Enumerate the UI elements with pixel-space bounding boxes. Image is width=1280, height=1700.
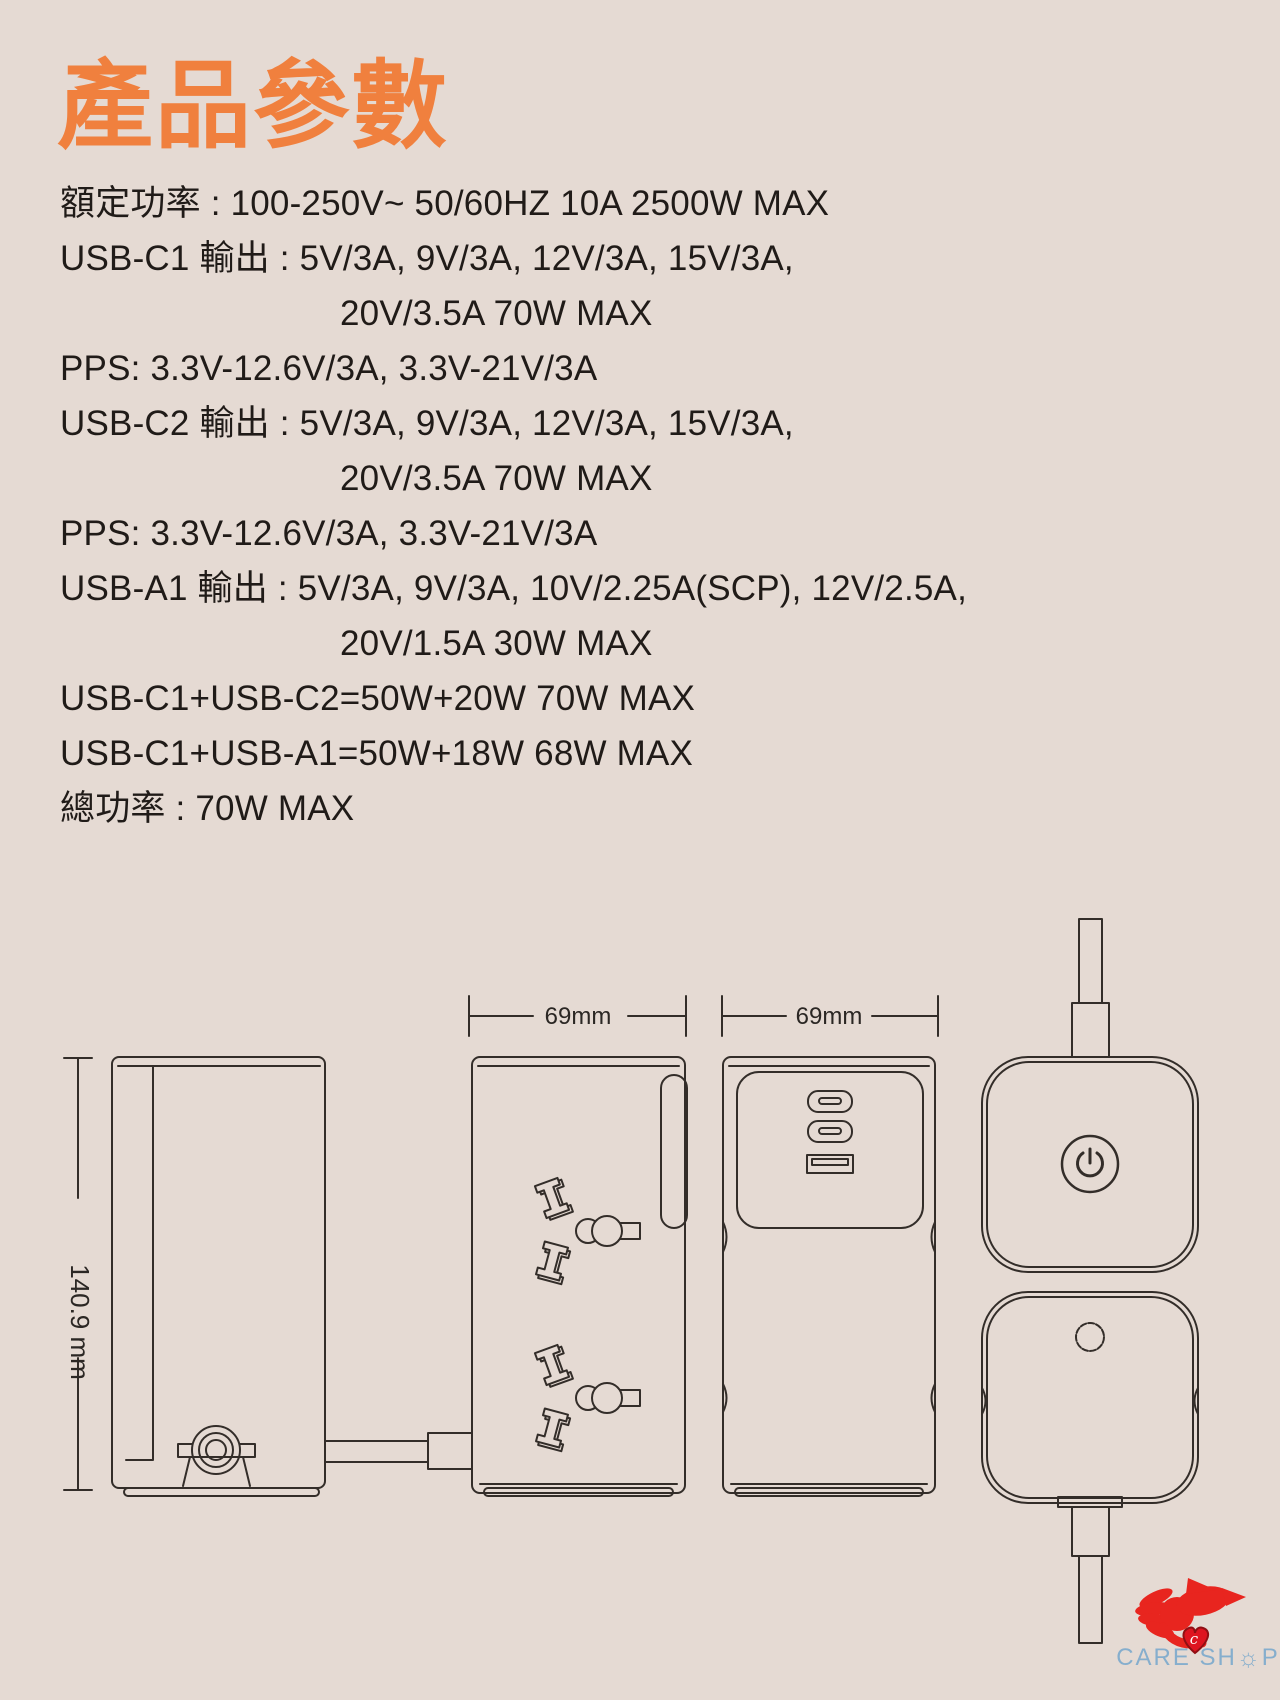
socket-face-width-label: 69mm bbox=[545, 1003, 612, 1030]
spec-line-pps-1: PPS: 3.3V-12.6V/3A, 3.3V-21V/3A bbox=[60, 349, 598, 388]
spec-line-pps-2: PPS: 3.3V-12.6V/3A, 3.3V-21V/3A bbox=[60, 514, 598, 553]
spec-line-combo-c1-a1: USB-C1+USB-A1=50W+18W 68W MAX bbox=[60, 734, 694, 773]
spec-line-total-power: 總功率 : 70W MAX bbox=[60, 789, 355, 828]
socket-face-width-dimension: 69mm bbox=[468, 995, 687, 1037]
power-cable-connector bbox=[324, 1432, 473, 1470]
spec-line-usba1-output-cont: 20V/1.5A 30W MAX bbox=[340, 624, 653, 663]
usb-a1-port bbox=[806, 1154, 854, 1174]
universal-socket-2 bbox=[535, 1344, 640, 1451]
spec-line-rated-power: 額定功率 : 100-250V~ 50/60HZ 10A 2500W MAX bbox=[60, 184, 830, 223]
spec-list: 額定功率 : 100-250V~ 50/60HZ 10A 2500W MAX U… bbox=[60, 176, 1160, 836]
logo-text-prefix: CARE SH bbox=[1116, 1644, 1237, 1671]
height-dimension-label: 140.9 mm bbox=[65, 1264, 95, 1380]
height-dimension: 140.9 mm bbox=[63, 1057, 95, 1491]
bottom-view-drawing bbox=[981, 1291, 1199, 1644]
heart-icon bbox=[1182, 1626, 1210, 1655]
spec-line-usba1-output: USB-A1 輸出 : 5V/3A, 9V/3A, 10V/2.25A(SCP)… bbox=[60, 569, 968, 608]
usb-face-width-label: 69mm bbox=[796, 1003, 863, 1030]
page-title: 產品參數 bbox=[57, 50, 449, 162]
side-view-drawing bbox=[111, 1056, 326, 1497]
usb-c2-port bbox=[807, 1120, 853, 1143]
spec-line-usbc1-output-cont: 20V/3.5A 70W MAX bbox=[340, 294, 653, 333]
usb-face-drawing bbox=[722, 1056, 936, 1497]
heart-letter: c bbox=[1190, 1630, 1199, 1648]
power-button-icon bbox=[1060, 1134, 1120, 1194]
usb-c1-port bbox=[807, 1090, 853, 1113]
care-shop-logo-icon: c bbox=[1135, 1578, 1246, 1655]
top-view-drawing bbox=[981, 918, 1199, 1273]
spec-line-usbc2-output-cont: 20V/3.5A 70W MAX bbox=[340, 459, 653, 498]
spec-line-usbc2-output: USB-C2 輸出 : 5V/3A, 9V/3A, 12V/3A, 15V/3A… bbox=[60, 404, 794, 443]
sun-icon: ☼ bbox=[1236, 1644, 1262, 1672]
spec-line-usbc1-output: USB-C1 輸出 : 5V/3A, 9V/3A, 12V/3A, 15V/3A… bbox=[60, 239, 794, 278]
care-shop-logo-text: CARE SH☼P bbox=[1116, 1644, 1280, 1673]
logo-text-suffix: P bbox=[1261, 1644, 1280, 1671]
reset-hole bbox=[1075, 1322, 1105, 1352]
universal-socket-1 bbox=[535, 1177, 640, 1284]
socket-face-drawing bbox=[471, 1056, 688, 1497]
usb-face-width-dimension: 69mm bbox=[721, 995, 939, 1037]
spec-line-combo-c1-c2: USB-C1+USB-C2=50W+20W 70W MAX bbox=[60, 679, 696, 718]
